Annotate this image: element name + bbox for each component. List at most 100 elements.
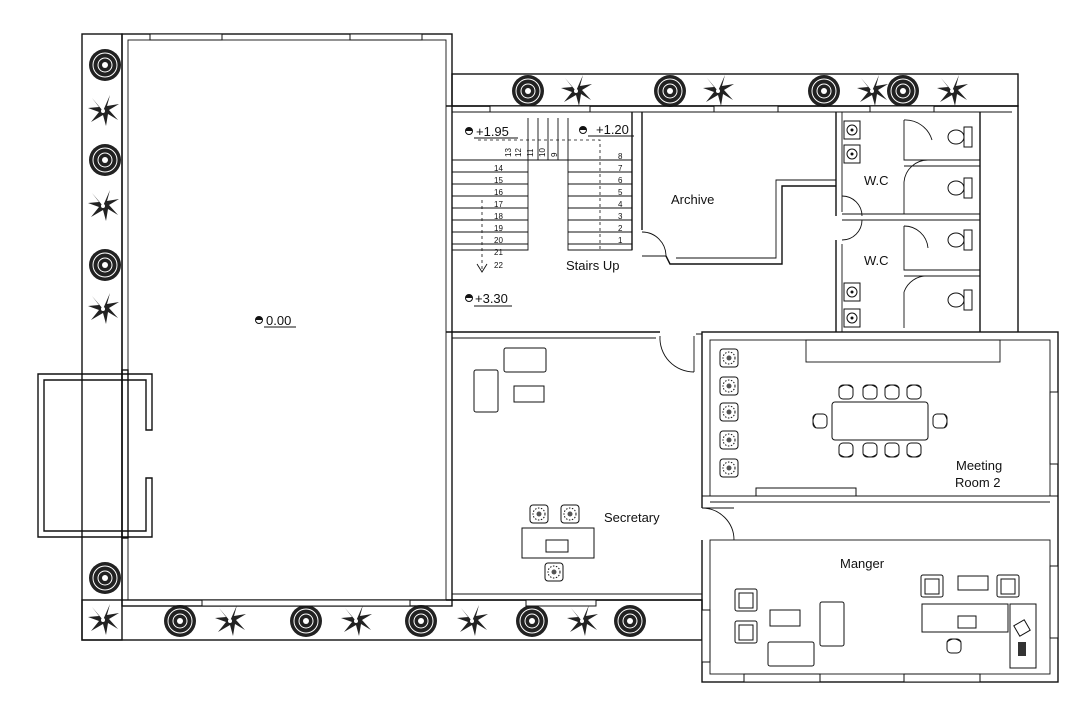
main-hall — [121, 33, 453, 607]
chair-icon — [529, 504, 549, 524]
tree-icon — [163, 604, 197, 638]
tree-icon — [88, 561, 122, 595]
step-number: 19 — [494, 224, 503, 233]
step-number: 8 — [618, 152, 623, 161]
chair-icon — [862, 442, 878, 458]
north-planter-strip — [451, 73, 1019, 108]
level-marker-icon — [465, 294, 473, 302]
chair-icon — [838, 442, 854, 458]
room-label-meeting-line2: Room 2 — [955, 475, 1001, 490]
sofa — [819, 601, 845, 647]
armchair-icon — [734, 588, 758, 612]
credenza — [1009, 603, 1037, 669]
tree-icon — [653, 74, 687, 108]
room-label-meeting-line1: Meeting — [956, 458, 1002, 473]
palm-icon — [215, 605, 246, 636]
east-block — [659, 331, 1059, 683]
stair-well — [452, 112, 667, 273]
step-number: 1 — [618, 236, 623, 245]
room-label-wc-upper: W.C — [864, 173, 889, 188]
step-number: 16 — [494, 188, 503, 197]
plant-icon — [719, 458, 739, 478]
armchair-icon — [734, 620, 758, 644]
window — [149, 33, 223, 41]
palm-icon — [703, 75, 734, 106]
plant-icon — [719, 430, 739, 450]
chair-icon — [884, 384, 900, 400]
step-number: 20 — [494, 236, 503, 245]
chair-icon — [906, 442, 922, 458]
tree-icon — [515, 604, 549, 638]
tree-icon — [404, 604, 438, 638]
level-upper: +3.30 — [475, 291, 508, 306]
wc-block — [835, 112, 981, 332]
step-number: 7 — [618, 164, 623, 173]
sofa — [767, 641, 815, 667]
room-label-wc-lower: W.C — [864, 253, 889, 268]
step-number: 11 — [526, 148, 535, 157]
chair-icon — [812, 413, 828, 429]
archive-room — [665, 179, 836, 265]
laptop-icon — [957, 615, 977, 629]
chair-icon — [906, 384, 922, 400]
secretary-furniture — [473, 347, 595, 582]
level-marker-icon — [465, 127, 473, 135]
window — [349, 33, 423, 41]
window — [701, 609, 711, 663]
palm-icon — [341, 605, 372, 636]
tree-icon — [807, 74, 841, 108]
tree-icon — [88, 48, 122, 82]
chair-icon — [544, 562, 564, 582]
room-label-archive: Archive — [671, 192, 714, 207]
step-number: 18 — [494, 212, 503, 221]
step-number: 21 — [494, 248, 503, 257]
toilet-icon — [947, 289, 973, 311]
palm-icon — [857, 75, 888, 106]
coffee-table — [513, 385, 545, 403]
sink-icon — [843, 144, 861, 164]
coffee-table — [769, 609, 801, 627]
sink-icon — [843, 282, 861, 302]
step-number: 2 — [618, 224, 623, 233]
manager-furniture — [734, 574, 1037, 669]
window — [525, 599, 597, 607]
window — [903, 673, 981, 683]
palm-icon — [567, 605, 598, 636]
chair-icon — [932, 413, 948, 429]
tree-icon — [511, 74, 545, 108]
toilet-icon — [947, 177, 973, 199]
palm-icon — [88, 604, 119, 635]
chair-icon — [862, 384, 878, 400]
side-table — [957, 575, 989, 591]
chair-icon — [838, 384, 854, 400]
step-number: 15 — [494, 176, 503, 185]
step-number: 9 — [550, 152, 559, 157]
plant-icon — [719, 402, 739, 422]
conference-table — [831, 401, 929, 441]
level-landing-a: +1.95 — [476, 124, 509, 139]
tree-icon — [613, 604, 647, 638]
toilet-icon — [947, 126, 973, 148]
window — [201, 599, 411, 607]
level-landing-b: +1.20 — [596, 122, 629, 137]
step-number: 17 — [494, 200, 503, 209]
step-number: 14 — [494, 164, 503, 173]
room-label-manager: Manger — [840, 556, 885, 571]
phone-icon — [1018, 642, 1026, 656]
tree-icon — [289, 604, 323, 638]
level-ground: 0.00 — [266, 313, 291, 328]
step-number: 6 — [618, 176, 623, 185]
armchair-icon — [996, 574, 1020, 598]
palm-icon — [88, 293, 119, 324]
chair-icon — [884, 442, 900, 458]
step-number: 4 — [618, 200, 623, 209]
stair-step-numbers: 14 15 16 17 18 19 20 21 22 8 7 6 5 4 3 2… — [494, 148, 623, 270]
step-number: 5 — [618, 188, 623, 197]
palm-icon — [937, 75, 968, 106]
step-number: 13 — [504, 148, 513, 157]
plant-icon — [719, 376, 739, 396]
window — [1049, 391, 1059, 465]
window — [713, 105, 779, 113]
window — [489, 105, 591, 113]
window — [743, 673, 821, 683]
